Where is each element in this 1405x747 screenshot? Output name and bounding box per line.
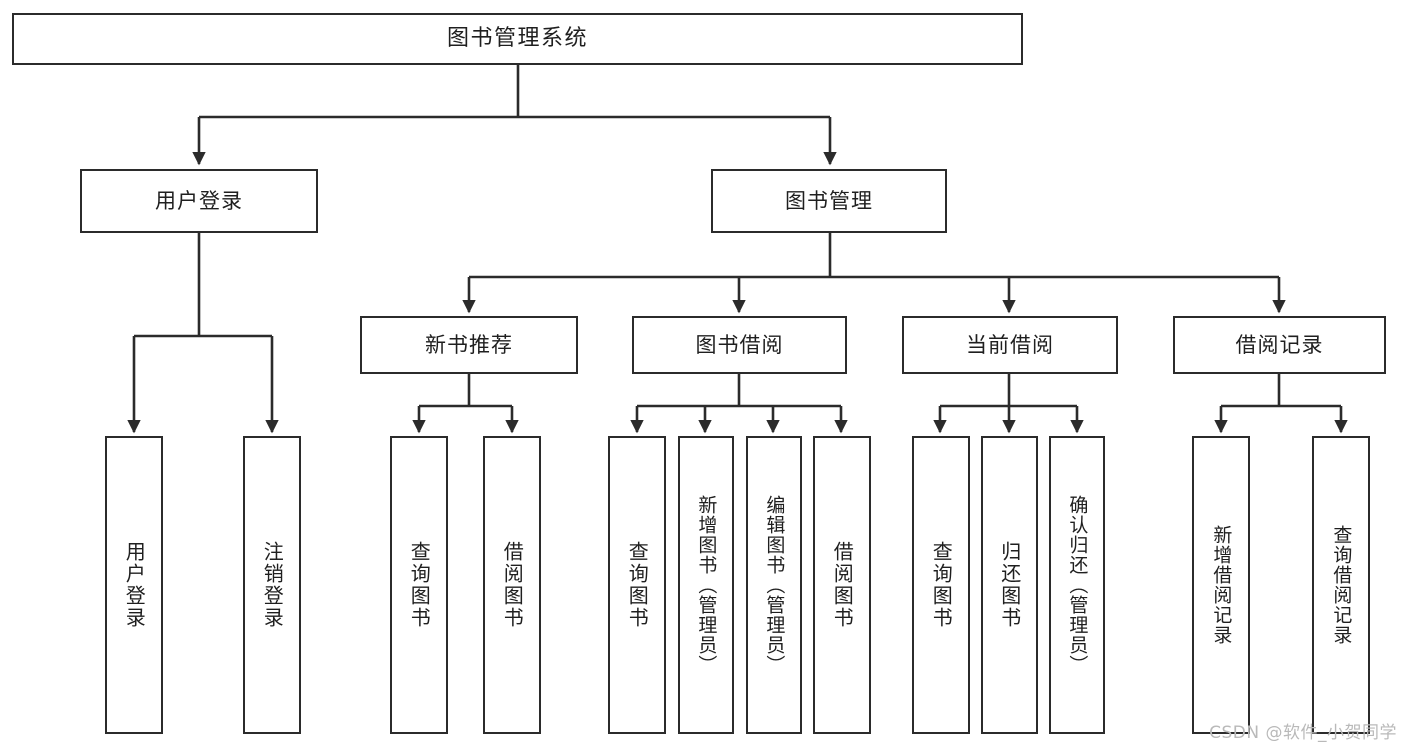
node-book-manage[interactable]: 图书管理 xyxy=(711,169,947,233)
node-label: 归还图书 xyxy=(997,541,1022,629)
node-leaf-user-login[interactable]: 用户登录 xyxy=(105,436,163,734)
node-label: 图书管理 xyxy=(785,188,873,213)
node-label: 借阅图书 xyxy=(500,541,525,629)
node-label: 借阅记录 xyxy=(1235,332,1324,357)
node-label: 查询图书 xyxy=(929,541,954,629)
node-label: 用户登录 xyxy=(122,541,147,629)
node-label: 确认归还（管理员） xyxy=(1066,495,1089,675)
node-label: 用户登录 xyxy=(155,188,243,213)
node-book-borrow[interactable]: 图书借阅 xyxy=(632,316,847,374)
node-label: 图书借阅 xyxy=(695,332,784,357)
node-leaf-borrow-book-recommend[interactable]: 借阅图书 xyxy=(483,436,541,734)
node-leaf-add-book-admin[interactable]: 新增图书（管理员） xyxy=(678,436,734,734)
node-leaf-confirm-return-admin[interactable]: 确认归还（管理员） xyxy=(1049,436,1105,734)
node-label: 查询图书 xyxy=(407,541,432,629)
node-label: 新书推荐 xyxy=(425,332,513,357)
csdn-watermark: CSDN @软件_小贺同学 xyxy=(1209,723,1397,743)
node-label: 注销登录 xyxy=(260,541,285,629)
node-label: 借阅图书 xyxy=(830,541,855,629)
node-label: 图书管理系统 xyxy=(446,26,588,52)
node-leaf-add-borrow-record[interactable]: 新增借阅记录 xyxy=(1192,436,1250,734)
node-label: 查询借阅记录 xyxy=(1330,525,1353,645)
node-root-system[interactable]: 图书管理系统 xyxy=(12,13,1023,65)
node-label: 查询图书 xyxy=(625,541,650,629)
node-label: 新增图书（管理员） xyxy=(695,495,718,675)
node-user-login[interactable]: 用户登录 xyxy=(80,169,318,233)
node-leaf-query-book-recommend[interactable]: 查询图书 xyxy=(390,436,448,734)
node-leaf-borrow-book-borrow[interactable]: 借阅图书 xyxy=(813,436,871,734)
node-current-borrow[interactable]: 当前借阅 xyxy=(902,316,1118,374)
node-leaf-query-book-current[interactable]: 查询图书 xyxy=(912,436,970,734)
node-leaf-edit-book-admin[interactable]: 编辑图书（管理员） xyxy=(746,436,802,734)
node-leaf-user-logout[interactable]: 注销登录 xyxy=(243,436,301,734)
node-leaf-return-book[interactable]: 归还图书 xyxy=(981,436,1038,734)
node-leaf-query-borrow-record[interactable]: 查询借阅记录 xyxy=(1312,436,1370,734)
node-label: 编辑图书（管理员） xyxy=(763,495,786,675)
node-borrow-record[interactable]: 借阅记录 xyxy=(1173,316,1386,374)
node-label: 当前借阅 xyxy=(966,332,1054,357)
node-leaf-query-book-borrow[interactable]: 查询图书 xyxy=(608,436,666,734)
node-label: 新增借阅记录 xyxy=(1210,525,1233,645)
node-new-book-recommend[interactable]: 新书推荐 xyxy=(360,316,578,374)
